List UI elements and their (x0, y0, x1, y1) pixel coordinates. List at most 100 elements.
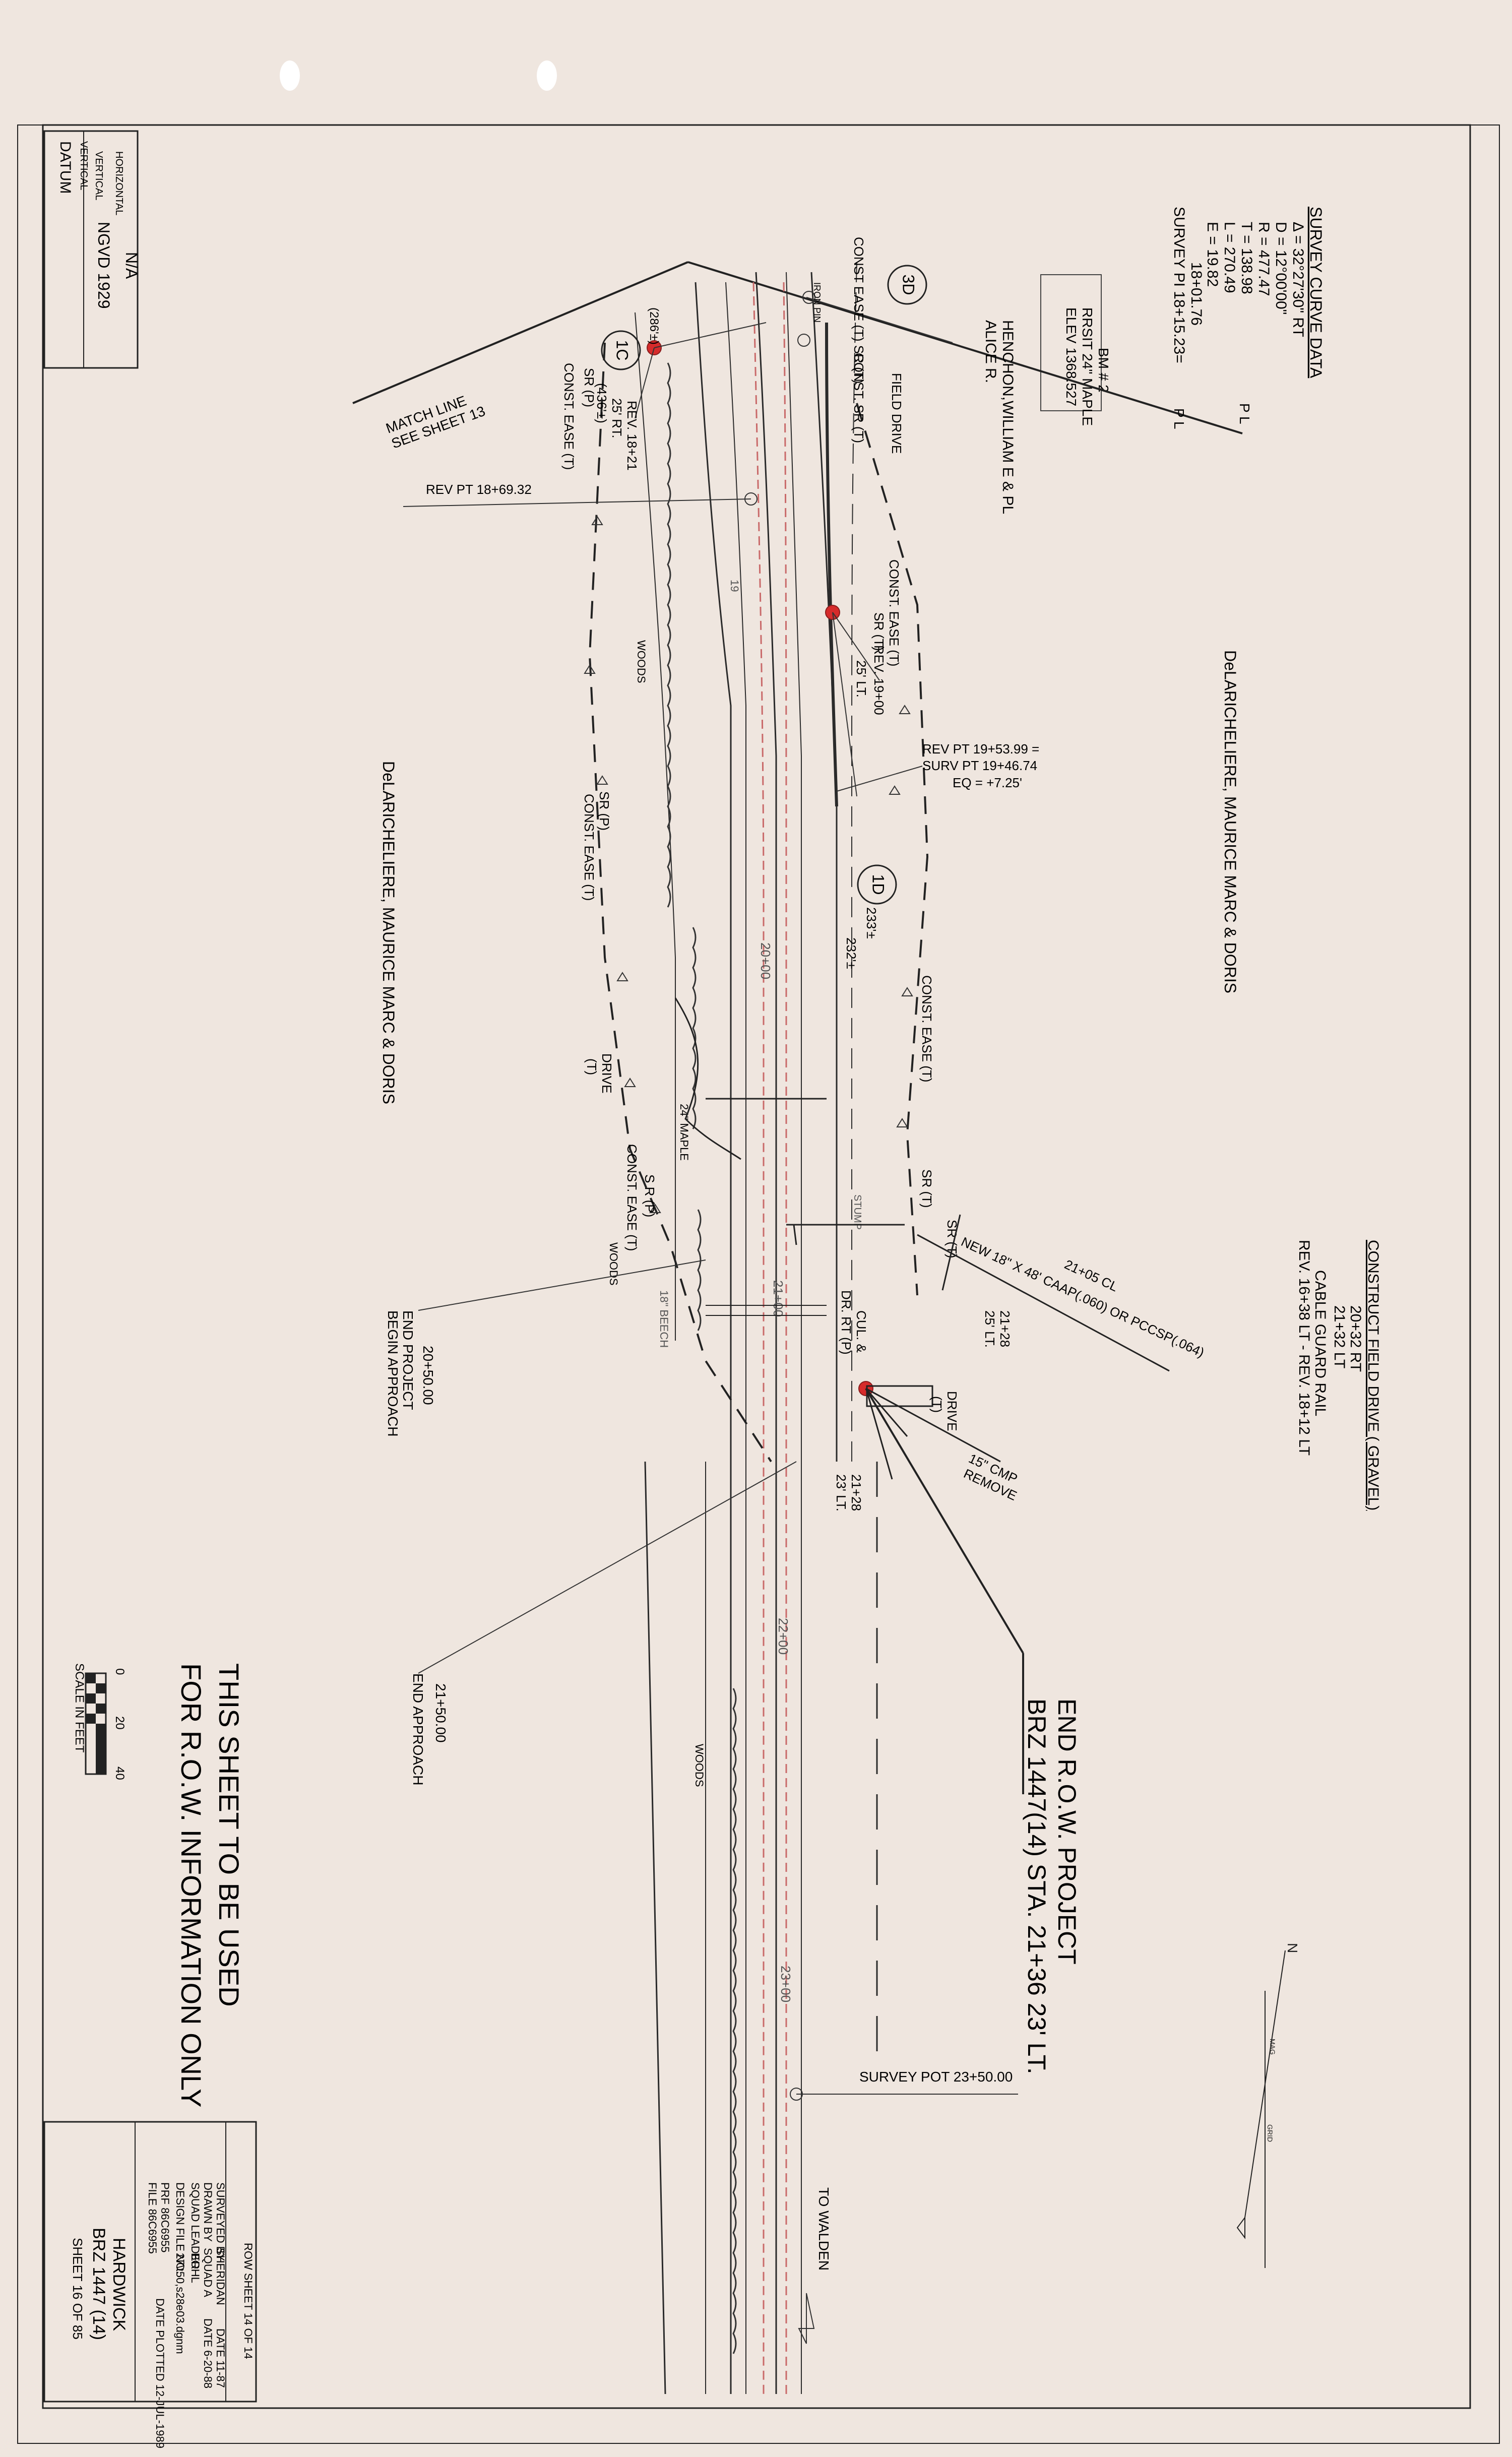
owner-henchon: HENCHON,WILLIAM E & PL (999, 320, 1016, 514)
label-end-project-sta: 20+50.00 (420, 1346, 436, 1405)
label-woods-2: WOODS (607, 1242, 620, 1286)
svg-text:DATE PLOTTED 12-JUL-1989: DATE PLOTTED 12-JUL-1989 (154, 2298, 166, 2448)
label-drive-t-2b: (T) (929, 1396, 944, 1413)
owner-henchon-2: ALICE R. (982, 320, 999, 383)
svg-text:MAG: MAG (1269, 2039, 1277, 2055)
label-sta-20: 20+00 (758, 942, 773, 979)
svg-text:HARDWICK: HARDWICK (109, 2238, 129, 2331)
label-woods-3: WOODS (693, 1744, 706, 1787)
culvert-and-drives (674, 997, 1170, 1794)
curve-delta: Δ = 32°27'30" RT (1290, 222, 1306, 337)
svg-text:CABLE GUARD RAIL: CABLE GUARD RAIL (1312, 1270, 1329, 1416)
svg-text:SQUAD LEADER: SQUAD LEADER (189, 2182, 202, 2269)
rev-pt-leaders (403, 291, 953, 797)
curve-d: D = 12°00'00" (1273, 222, 1289, 314)
label-survey-pot: SURVEY POT 23+50.00 (859, 2069, 1013, 2085)
svg-text:DESIGN FILE NO.: DESIGN FILE NO. (174, 2182, 186, 2274)
pl-label-2: P L (1237, 403, 1252, 424)
construct-note: CONSTRUCT FIELD DRIVE ( GRAVEL) 20+32 RT… (1296, 1240, 1381, 1510)
svg-text:ELEV 1368.527: ELEV 1368.527 (1063, 307, 1079, 406)
svg-text:SURVEYED BY: SURVEYED BY (214, 2182, 227, 2261)
label-rev-18-21-off: 25' RT. (609, 398, 624, 438)
svg-text:ROW SHEET 14 OF 14: ROW SHEET 14 OF 14 (242, 2243, 255, 2359)
svg-text:BRZ 1447(14) STA. 21+36 23' L: BRZ 1447(14) STA. 21+36 23' LT. (1023, 1698, 1051, 2074)
svg-text:20: 20 (113, 1716, 127, 1730)
survey-pi: SURVEY PI 18+15.23= 18+01.76 (1171, 207, 1205, 363)
label-rev-19-00: REV. 19+00 (871, 645, 887, 715)
label-sta-21: 21+00 (771, 1280, 786, 1317)
label-d232: 232'± (844, 937, 859, 969)
label-woods-1: WOODS (635, 640, 648, 683)
label-sta-2128-a: 21+28 (997, 1310, 1013, 1347)
svg-text:DRAWN BY: DRAWN BY (202, 2182, 214, 2242)
datum-title: DATUM (57, 141, 74, 194)
svg-text:BRZ 1447 (14): BRZ 1447 (14) (89, 2228, 108, 2340)
curve-t: T = 138.98 (1238, 222, 1255, 294)
svg-text:SHERIDAN: SHERIDAN (214, 2248, 227, 2305)
datum-vertical-value: NGVD 1929 (95, 222, 113, 309)
label-const-ease-t3: CONST. EASE (T) (887, 559, 902, 666)
label-drive-t-1: DRIVE (599, 1053, 614, 1093)
sheet-trim (17, 124, 1500, 2444)
label-sr-p-1: SR (P) (582, 368, 597, 407)
svg-text:1D: 1D (869, 874, 888, 895)
easement-triangles (584, 516, 913, 1213)
const-easement-lines (588, 342, 929, 1463)
label-end-approach: END APPROACH (410, 1673, 426, 1786)
curve-e: E = 19.82 (1204, 222, 1221, 287)
datum-horizontal-value: N/A (122, 252, 141, 279)
to-walden-arrow (798, 2293, 815, 2344)
datum-horizontal-label: HORIZONTAL (113, 151, 124, 215)
label-drive-t-2: DRIVE (944, 1391, 960, 1431)
label-const-ease-t2: CONST. EASE (T) (561, 363, 577, 470)
svg-text:N: N (1285, 1943, 1300, 1953)
label-sr-p-3: S R (P) (642, 1174, 657, 1217)
label-sta-2128-a-off: 25' LT. (982, 1310, 997, 1348)
survey-centerline (752, 282, 787, 2394)
label-sta-19: 19 (728, 580, 741, 592)
label-rev-pt-1953: REV PT 19+53.99 = (922, 741, 1039, 757)
svg-text:21+32 LT: 21+32 LT (1331, 1305, 1348, 1368)
label-rev-18-21: REV. 18+21 (624, 401, 640, 471)
datum-vertical-label: VERTICAL (78, 141, 89, 190)
parcel-3d: 3D (887, 265, 927, 305)
svg-text:SQUAD A: SQUAD A (202, 2248, 214, 2297)
label-sta-23: 23+00 (778, 1966, 793, 2002)
label-cul: CUL. & (854, 1310, 869, 1353)
svg-text:GRID: GRID (1266, 2124, 1274, 2142)
label-end-approach-sta: 21+50.00 (433, 1683, 449, 1743)
survey-curve-data: SURVEY CURVE DATA Δ = 32°27'30" RT D = 1… (1204, 207, 1325, 379)
datum-vertical-label-2: VERTICAL (93, 151, 104, 200)
svg-text:18+01.76: 18+01.76 (1188, 262, 1205, 326)
label-iron-pin: IRON PIN (812, 282, 822, 323)
benchmark-box: BM # 2 RRSIT 24" MAPLE ELEV 1368.527 (1040, 274, 1111, 426)
title-block: ROW SHEET 14 OF 14 SURVEYED BY SHERIDAN … (43, 2121, 257, 2448)
svg-text:PRF 86C6955: PRF 86C6955 (159, 2182, 171, 2252)
svg-text:40: 40 (113, 1767, 127, 1780)
label-rev-19-00-off: 25' LT. (854, 660, 869, 698)
curve-l: L = 270.49 (1221, 222, 1238, 293)
label-stump: STUMP (852, 1194, 863, 1230)
label-dist-286: (286'±) (647, 307, 661, 345)
svg-text:3D: 3D (900, 275, 918, 295)
pl-label-1: P L (1171, 408, 1187, 429)
label-const-ease-t5: CONST. EASE (T) (919, 975, 934, 1082)
svg-text:FILE 86C6955: FILE 86C6955 (146, 2182, 159, 2254)
svg-text:BM # 2: BM # 2 (1096, 348, 1111, 393)
row-notice: THIS SHEET TO BE USED FOR R.O.W. INFORMA… (175, 1663, 245, 2107)
svg-text:0: 0 (113, 1668, 127, 1675)
owner-east: DeLARICHELIERE, MAURICE MARC & DORIS (1221, 650, 1239, 993)
svg-text:DATE 6-20-88: DATE 6-20-88 (202, 2318, 214, 2388)
label-surv-pt-1946: SURV PT 19+46.74 (922, 758, 1037, 773)
svg-text:REV. 16+38 LT - REV. 18+12 LT: REV. 16+38 LT - REV. 18+12 LT (1296, 1240, 1312, 1456)
owner-west: DeLARICHELIERE, MAURICE MARC & DORIS (380, 761, 398, 1104)
svg-text:SURVEY PI 18+15.23=: SURVEY PI 18+15.23= (1171, 207, 1187, 363)
end-row-project: END R.O.W. PROJECT BRZ 1447(14) STA. 21+… (1023, 1698, 1081, 2074)
property-line (352, 261, 1243, 434)
svg-text:END R.O.W. PROJECT: END R.O.W. PROJECT (1053, 1698, 1081, 1965)
curve-title: SURVEY CURVE DATA (1307, 207, 1325, 379)
datum-box: DATUM VERTICAL VERTICAL HORIZONTAL NGVD … (43, 130, 141, 369)
curve-r: R = 477.47 (1255, 222, 1272, 296)
parcel-1d: 1D (857, 864, 897, 905)
label-const-ease-t6: CONST. EASE (T) (624, 1144, 640, 1251)
